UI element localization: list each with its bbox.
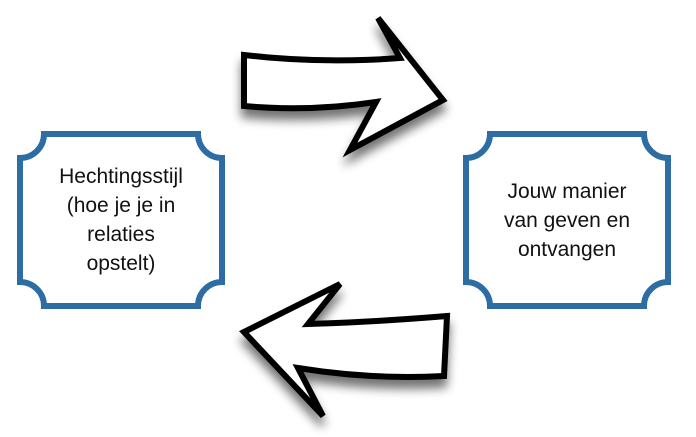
left-box-line-1: Hechtingsstijl [59,165,183,188]
top-arrow-right [241,16,448,158]
left-box-frame [17,131,225,309]
left-box-line-4: opstelt) [86,252,156,275]
bottom-arrow-left [239,281,451,419]
right-box-line-3: ontvangen [517,237,617,261]
right-box-frame [463,131,671,309]
right-box-text: Jouw manier van geven en ontvangen [472,140,662,300]
right-box-line-2: van geven en [503,208,631,232]
left-box-line-3: relaties [87,223,155,246]
left-box-text: Hechtingsstijl (hoe je je in relaties op… [26,140,216,300]
left-box-line-2: (hoe je je in [66,194,176,217]
right-box-line-1: Jouw manier [507,179,627,203]
